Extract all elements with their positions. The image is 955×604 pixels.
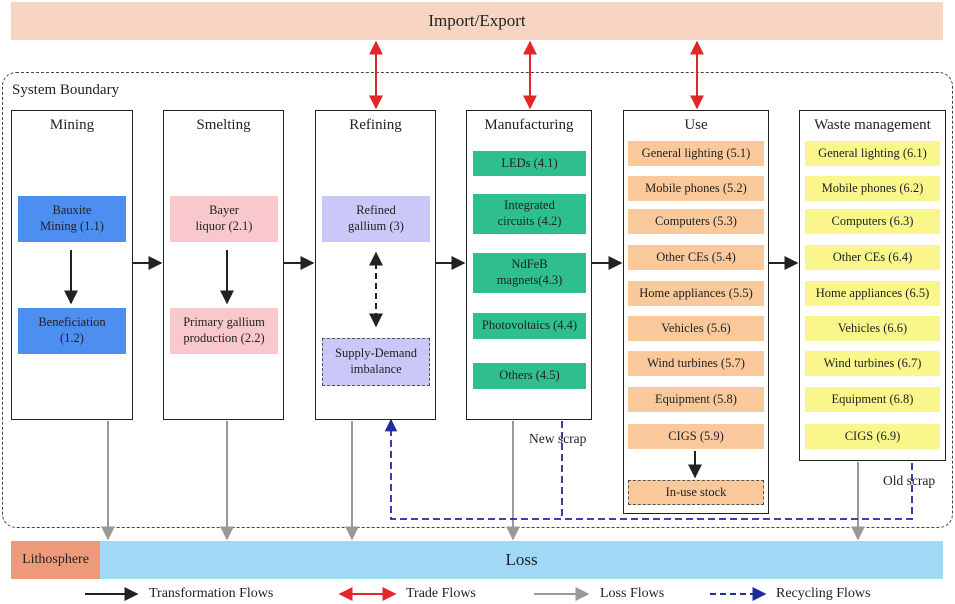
new-scrap-label: New scrap: [529, 431, 587, 446]
system-boundary: [2, 72, 953, 528]
node-use-other-ces: Other CEs (5.4): [628, 245, 764, 270]
legend-trade-label: Trade Flows: [406, 586, 476, 601]
node-waste-mobile-phones: Mobile phones (6.2): [805, 176, 940, 201]
node-bauxite-mining: Bauxite Mining (1.1): [18, 196, 126, 242]
legend-recycling-label: Recycling Flows: [776, 586, 871, 601]
node-waste-cigs: CIGS (6.9): [805, 424, 940, 449]
node-supply-demand-imbalance: Supply-Demand imbalance: [322, 338, 430, 386]
node-use-cigs: CIGS (5.9): [628, 424, 764, 449]
node-others: Others (4.5): [473, 363, 586, 389]
node-use-mobile-phones: Mobile phones (5.2): [628, 176, 764, 201]
node-photovoltaics: Photovoltaics (4.4): [473, 313, 586, 339]
node-waste-vehicles: Vehicles (6.6): [805, 316, 940, 341]
legend-transformation-label: Transformation Flows: [149, 586, 274, 601]
legend-loss-label: Loss Flows: [600, 586, 665, 601]
smelting-column: Smelting: [163, 110, 284, 420]
old-scrap-label: Old scrap: [883, 473, 936, 488]
node-waste-general-lighting: General lighting (6.1): [805, 141, 940, 166]
node-leds: LEDs (4.1): [473, 151, 586, 176]
import-export-label: Import/Export: [428, 11, 526, 30]
smelting-title: Smelting: [196, 117, 251, 133]
node-use-wind-turbines: Wind turbines (5.7): [628, 351, 764, 376]
node-waste-computers: Computers (6.3): [805, 209, 940, 234]
node-waste-home-appliances: Home appliances (6.5): [805, 281, 940, 306]
use-title: Use: [684, 117, 708, 133]
node-use-computers: Computers (5.3): [628, 209, 764, 234]
manufacturing-title: Manufacturing: [484, 117, 574, 133]
mining-title: Mining: [49, 117, 95, 133]
recycling-old-scrap: [384, 418, 913, 520]
refining-title: Refining: [349, 117, 402, 133]
node-bayer-liquor: Bayer liquor (2.1): [170, 196, 278, 242]
lithosphere-bar: Lithosphere: [11, 541, 100, 579]
node-ndfeb-magnets: NdFeB magnets(4.3): [473, 253, 586, 293]
node-beneficiation: Beneficiation (1.2): [18, 308, 126, 354]
waste-management-title: Waste management: [814, 117, 931, 133]
system-boundary-label: System Boundary: [12, 82, 120, 98]
node-primary-gallium-production: Primary gallium production (2.2): [170, 308, 278, 354]
import-export-banner: Import/Export: [11, 2, 943, 40]
node-refined-gallium: Refined gallium (3): [322, 196, 430, 242]
node-waste-other-ces: Other CEs (6.4): [805, 245, 940, 270]
node-use-equipment: Equipment (5.8): [628, 387, 764, 412]
node-waste-equipment: Equipment (6.8): [805, 387, 940, 412]
node-integrated-circuits: Integrated circuits (4.2): [473, 194, 586, 234]
node-in-use-stock: In-use stock: [628, 480, 764, 505]
loss-bar: Loss: [100, 541, 943, 579]
node-use-vehicles: Vehicles (5.6): [628, 316, 764, 341]
node-waste-wind-turbines: Wind turbines (6.7): [805, 351, 940, 376]
node-use-general-lighting: General lighting (5.1): [628, 141, 764, 166]
node-use-home-appliances: Home appliances (5.5): [628, 281, 764, 306]
